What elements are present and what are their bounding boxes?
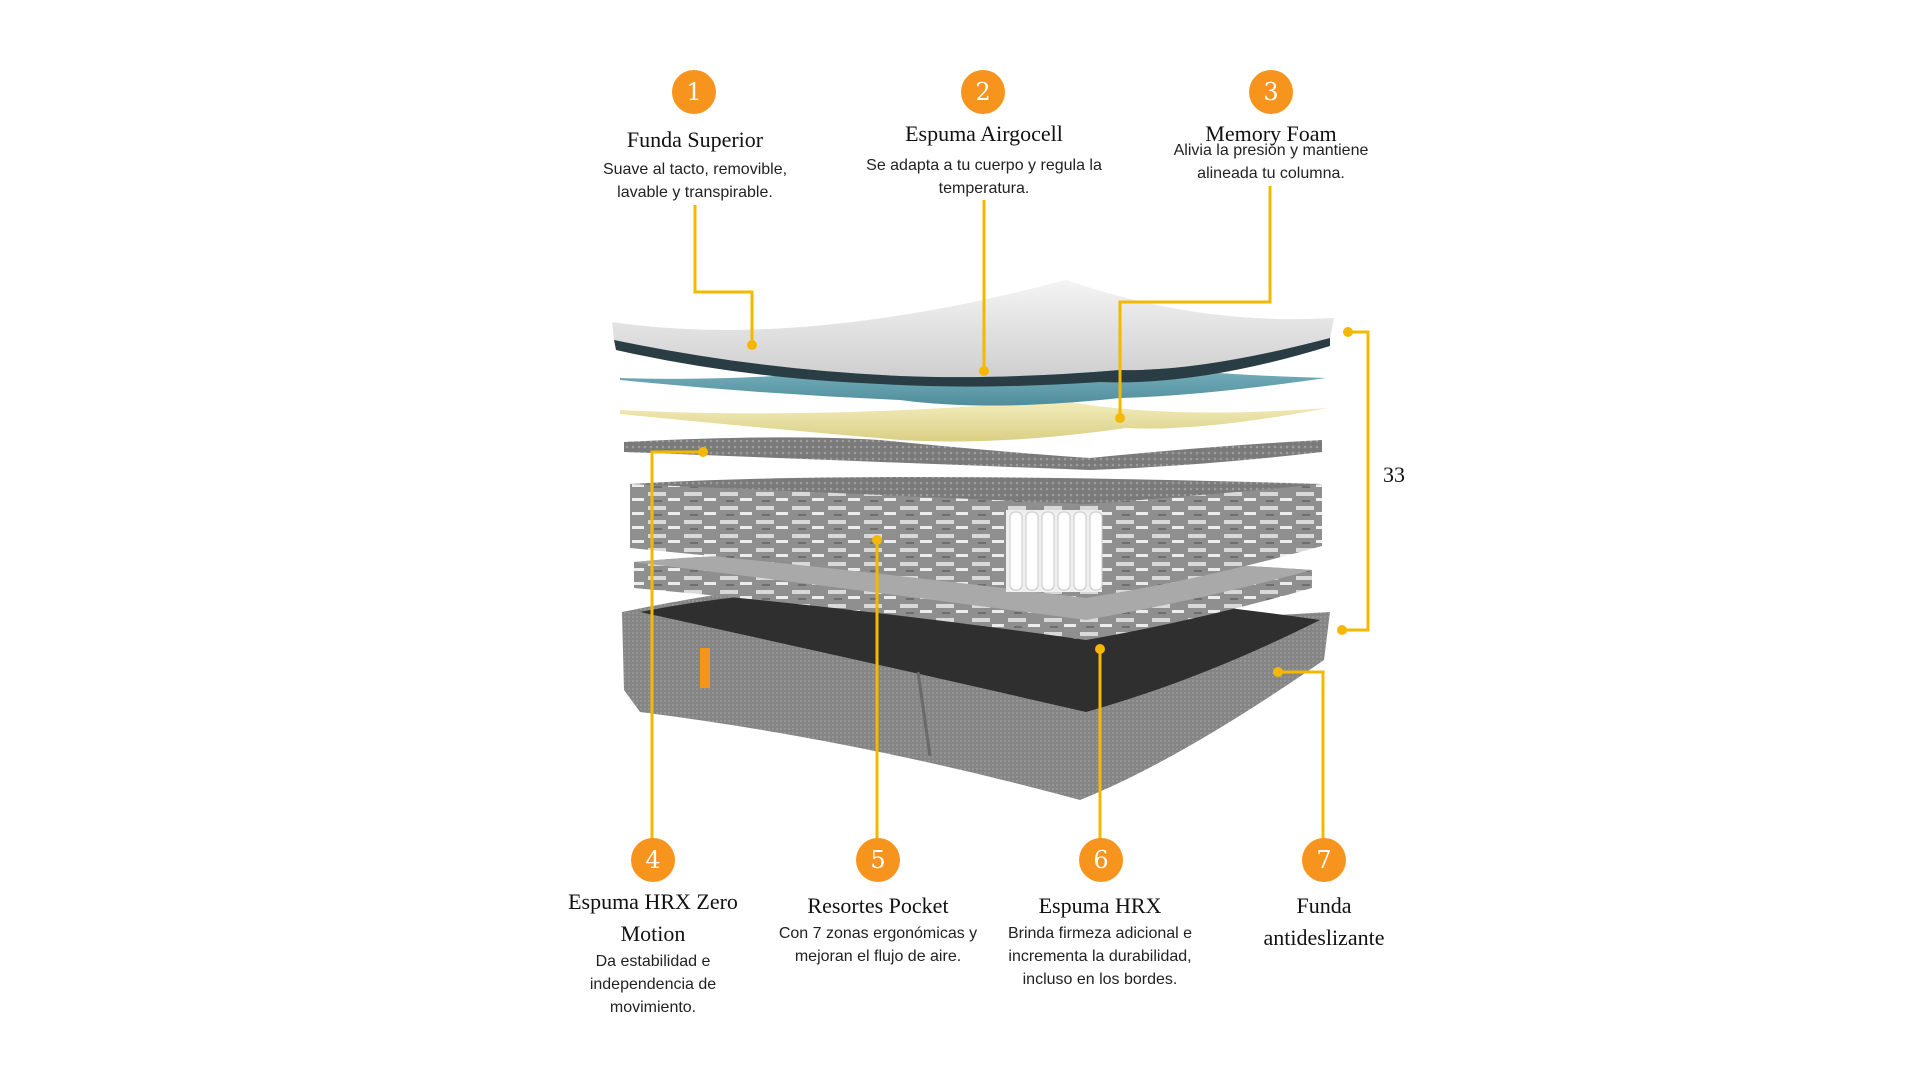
top-cover-layer	[612, 280, 1334, 387]
leader-dots	[698, 327, 1353, 677]
callout-2-desc: Se adapta a tu cuerpo y regula la temper…	[866, 157, 1102, 197]
callout-3-badge: 3	[1249, 70, 1293, 114]
callout-3-title: Memory Foam	[1205, 121, 1337, 146]
callout-1-title: Funda Superior	[626, 127, 764, 152]
callout-5-title: Resortes Pocket	[807, 893, 949, 918]
callout-4-title: Espuma HRX Zero Motion	[568, 889, 738, 946]
spring-cutout	[1006, 510, 1103, 592]
leader-lines	[650, 186, 1370, 840]
callout-7-title: Funda antideslizante	[1263, 893, 1385, 950]
callout-6-badge: 6	[1079, 838, 1123, 882]
mattress-height-label: 33	[1383, 462, 1405, 487]
callout-1-badge: 1	[672, 70, 716, 114]
callout-5-badge: 5	[856, 838, 900, 882]
callout-5-desc: Con 7 zonas ergonómicas y mejoran el flu…	[778, 925, 978, 965]
callout-2-badge: 2	[961, 70, 1005, 114]
callout-1-desc: Suave al tacto, removible, lavable y tra…	[602, 161, 788, 201]
callout-6-desc: Brinda firmeza adicional e incrementa la…	[1007, 925, 1193, 988]
pocket-springs-layer	[630, 477, 1322, 598]
hrx-zero-motion-layer	[624, 437, 1322, 470]
callout-7-badge: 7	[1302, 838, 1346, 882]
callout-4-desc: Da estabilidad e independencia de movimi…	[589, 953, 717, 1016]
callout-4-badge: 4	[631, 838, 675, 882]
callout-6-title: Espuma HRX	[1038, 893, 1162, 918]
memory-foam-layer	[620, 400, 1328, 442]
callout-3-desc: Alivia la presión y mantiene alineada tu…	[1173, 142, 1369, 182]
callout-2-title: Espuma Airgocell	[905, 121, 1063, 146]
